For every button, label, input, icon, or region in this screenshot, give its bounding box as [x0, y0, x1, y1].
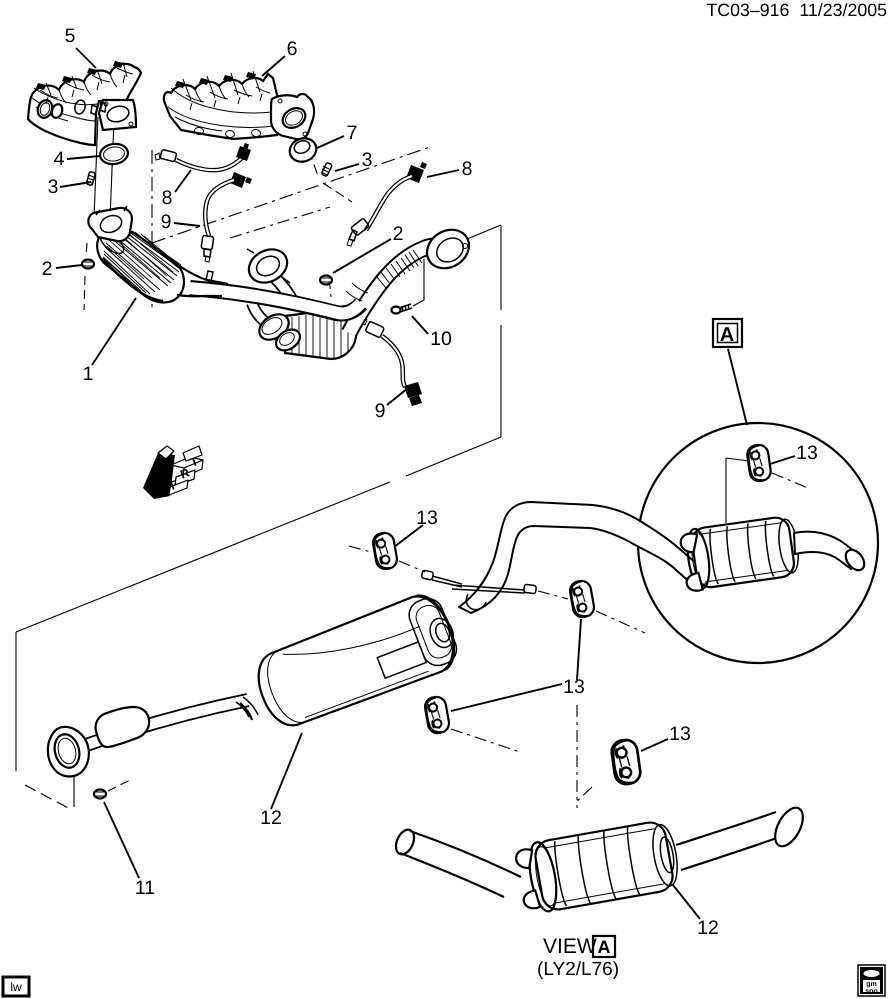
svg-text:9: 9	[161, 211, 172, 233]
svg-text:13: 13	[796, 442, 818, 464]
svg-text:A: A	[720, 324, 734, 346]
svg-text:5: 5	[65, 25, 76, 47]
svg-text:VIEW: VIEW	[543, 935, 597, 958]
svg-text:1: 1	[83, 363, 94, 385]
svg-text:11: 11	[135, 877, 155, 899]
svg-text:12: 12	[260, 807, 282, 829]
svg-text:3: 3	[362, 149, 373, 171]
svg-text:8: 8	[162, 187, 173, 209]
svg-text:2: 2	[393, 223, 404, 245]
svg-text:6: 6	[287, 38, 298, 60]
svg-text:gm: gm	[866, 981, 877, 988]
svg-text:13: 13	[416, 507, 438, 529]
svg-text:2: 2	[42, 258, 53, 280]
svg-text:(LY2/L76): (LY2/L76)	[537, 959, 619, 980]
svg-text:8: 8	[462, 158, 473, 180]
svg-text:9: 9	[375, 400, 386, 422]
svg-text:3: 3	[48, 176, 59, 198]
svg-text:12: 12	[697, 917, 719, 939]
svg-text:spo: spo	[865, 988, 877, 995]
svg-text:13: 13	[563, 676, 585, 698]
svg-text:10: 10	[430, 328, 452, 350]
svg-text:A: A	[598, 937, 611, 957]
svg-text:7: 7	[347, 122, 358, 144]
svg-text:lw: lw	[10, 980, 22, 994]
svg-text:13: 13	[669, 723, 691, 745]
svg-text:TC03–916 11/23/2005: TC03–916 11/23/2005	[706, 0, 887, 20]
svg-text:4: 4	[54, 148, 65, 170]
svg-text:F: F	[168, 477, 180, 493]
